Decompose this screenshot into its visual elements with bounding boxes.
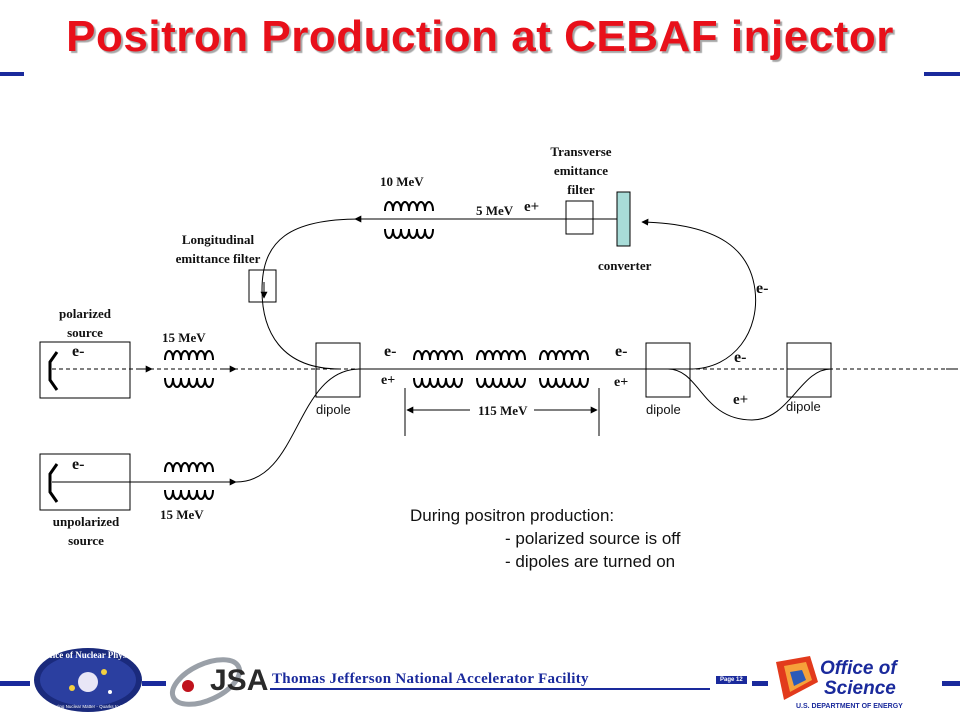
polarized-source-label: polarized source	[40, 304, 130, 342]
science-logo-line2: Science	[824, 678, 896, 699]
office-of-science-logo: Office of Science U.S. DEPARTMENT OF ENE…	[770, 652, 940, 712]
polarized-line-2: source	[67, 325, 103, 340]
electron-return-loop	[641, 218, 757, 370]
dipole-1-label: dipole	[316, 402, 351, 417]
positron-symbol-right: e+	[733, 392, 749, 408]
dipole-2-box	[645, 342, 691, 398]
footer-bar-left	[0, 681, 30, 686]
positron-loop-path	[261, 218, 361, 370]
transverse-line-2: emittance	[553, 163, 609, 178]
slide-title: Positron Production at CEBAF injector	[66, 12, 894, 61]
electron-symbol-right: e-	[734, 349, 747, 366]
note-item-2: - dipoles are turned on	[505, 552, 676, 571]
energy-115mev-label: 115 MeV	[478, 403, 528, 418]
longitudinal-filter-label: Longitudinal emittance filter	[158, 230, 278, 268]
unpolarized-cathode	[48, 463, 59, 503]
note-heading: During positron production:	[410, 506, 615, 525]
energy-15mev-top-label: 15 MeV	[162, 330, 206, 345]
dipole-3-label: dipole	[786, 399, 821, 414]
nuclear-logo-title: Office of Nuclear Physics	[40, 650, 137, 660]
transverse-filter-box	[565, 200, 594, 235]
jsa-logo-text: JSA	[210, 664, 268, 697]
electron-symbol-polarized: e-	[72, 343, 85, 360]
coil-10mev	[384, 201, 434, 239]
science-logo-line3: U.S. DEPARTMENT OF ENERGY	[796, 703, 903, 710]
energy-15mev-bottom-label: 15 MeV	[160, 507, 204, 522]
converter-label: converter	[598, 258, 652, 273]
footer-bar-right	[752, 681, 768, 686]
energy-10mev-label: 10 MeV	[380, 174, 424, 189]
transverse-line-3: filter	[567, 182, 595, 197]
longitudinal-line-1: Longitudinal	[181, 232, 255, 247]
positron-symbol-linac-in: e+	[381, 373, 396, 388]
coil-15mev-top	[164, 350, 214, 388]
electron-symbol-loop: e-	[756, 280, 769, 297]
electron-symbol-linac-in: e-	[384, 343, 397, 360]
footer-bar-far-right	[942, 681, 960, 686]
coil-115mev-1	[413, 350, 463, 388]
transverse-filter-label: Transverse emittance filter	[528, 142, 634, 199]
title-rule-left	[0, 72, 24, 76]
nuclear-logo-tagline: Exploring Nuclear Matter - Quarks to Sta…	[46, 704, 132, 709]
converter-target	[616, 191, 631, 247]
page-number: Page 12	[716, 676, 747, 684]
jsa-logo: JSA	[169, 657, 268, 707]
unpolarized-source-label: unpolarized source	[36, 512, 136, 550]
production-note: During positron production: - polarized …	[410, 504, 680, 573]
unpolarized-line-1: unpolarized	[52, 514, 120, 529]
science-logo-line1: Office of	[820, 658, 898, 679]
transverse-line-1: Transverse	[550, 144, 612, 159]
electron-symbol-linac-out: e-	[615, 343, 628, 360]
footer-bar-mid-left	[142, 681, 166, 686]
footer-org-name: Thomas Jefferson National Accelerator Fa…	[272, 671, 589, 687]
dipole-2-label: dipole	[646, 402, 681, 417]
polarized-line-1: polarized	[59, 306, 111, 321]
positron-symbol-linac-out: e+	[614, 375, 629, 390]
coil-115mev-3	[539, 350, 589, 388]
longitudinal-filter-box	[248, 269, 277, 303]
nuclear-physics-logo: Office of Nuclear Physics Exploring Nucl…	[34, 648, 142, 712]
longitudinal-line-2: emittance filter	[175, 251, 261, 266]
positron-symbol-return: e+	[524, 199, 540, 215]
dipole-2-positron-path	[667, 368, 832, 421]
coil-15mev-bottom	[164, 462, 214, 500]
unpolarized-line-2: source	[68, 533, 104, 548]
coil-115mev-2	[476, 350, 526, 388]
title-rule-right	[924, 72, 960, 76]
footer-bar-mid	[270, 688, 710, 690]
polarized-source-box	[39, 341, 131, 399]
energy-5mev-label: 5 MeV	[476, 203, 514, 218]
unpolarized-merge-path	[235, 368, 361, 483]
electron-symbol-unpolarized: e-	[72, 456, 85, 473]
polarized-cathode	[48, 351, 59, 391]
note-item-1: - polarized source is off	[505, 529, 681, 548]
dipole-1-box	[315, 342, 361, 398]
